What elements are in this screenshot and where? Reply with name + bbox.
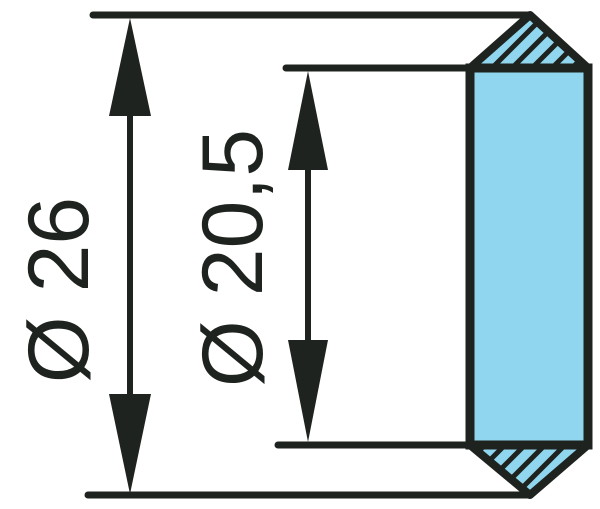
arrow-up-icon (109, 18, 151, 116)
arrow-up-icon (288, 71, 328, 170)
extension-lines (84, 11, 534, 499)
inner-diameter-label: Ø 20,5 (185, 129, 281, 387)
inner-dimension-line (288, 71, 328, 442)
arrow-down-icon (288, 340, 328, 442)
arrow-down-icon (109, 394, 151, 494)
outer-diameter-label: Ø 26 (11, 197, 107, 383)
part-body (465, 63, 593, 450)
outer-dimension-line (109, 18, 151, 494)
part-section (465, 11, 593, 499)
